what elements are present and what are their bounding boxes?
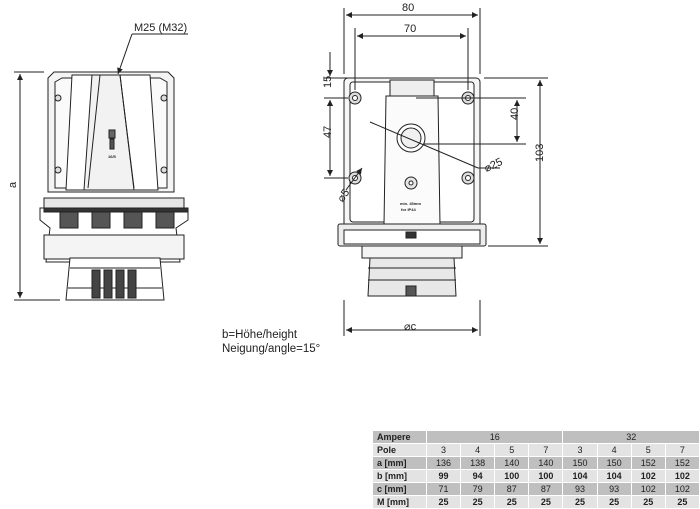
table-row: a [mm] 136 138 140 140 150 150 152 152: [372, 456, 700, 470]
dim-dc-label: ⌀c: [404, 321, 417, 333]
dim-15-label: 15: [322, 76, 334, 88]
table-cell: 104: [562, 469, 598, 483]
table-cell: 150: [562, 456, 598, 470]
dim-40-label: 40: [509, 108, 521, 120]
table-cell: 102: [630, 469, 666, 483]
dim-47-label: 47: [322, 126, 334, 138]
dim-a-label: a: [7, 181, 19, 188]
note-angle: Neigung/angle=15°: [222, 343, 321, 355]
table-header-row: Ampere 16 32: [372, 430, 700, 444]
table-cell: 94: [460, 469, 496, 483]
table-cell: 93: [562, 482, 598, 496]
table-cell: 4: [460, 443, 496, 457]
plate-text-1: min. 45mm: [400, 201, 421, 206]
dim-103-label: 103: [534, 144, 546, 162]
header-group-32: 32: [562, 430, 700, 444]
table-cell: 102: [664, 482, 700, 496]
table-cell: 152: [664, 456, 700, 470]
table-row: b [mm] 99 94 100 100 104 104 102 102: [372, 469, 700, 483]
table-cell: 71: [425, 482, 462, 496]
cable-gland-label: M25 (M32): [134, 22, 187, 34]
row-label: Pole: [372, 443, 427, 457]
table-cell: 104: [596, 469, 632, 483]
table-cell: 138: [460, 456, 496, 470]
table-cell: 102: [630, 482, 666, 496]
table-cell: 150: [596, 456, 632, 470]
spec-table: Ampere 16 32 Pole 3 4 5 7 3 4 5 7 a [mm]…: [372, 430, 700, 509]
table-cell: 25: [425, 495, 462, 509]
table-cell: 25: [562, 495, 598, 509]
plate-text-2: for IP44: [401, 207, 416, 212]
table-cell: 7: [664, 443, 700, 457]
table-cell: 100: [528, 469, 564, 483]
note-height: b=Höhe/height: [222, 329, 298, 341]
table-cell: 25: [630, 495, 666, 509]
row-label: b [mm]: [372, 469, 427, 483]
plug-marking: 16/5: [108, 154, 117, 159]
table-cell: 5: [630, 443, 666, 457]
dim-70-label: 70: [404, 23, 416, 35]
notes: b=Höhe/height Neigung/angle=15°: [222, 328, 320, 356]
table-cell: 152: [630, 456, 666, 470]
side-view: [14, 33, 189, 301]
table-cell: 79: [460, 482, 496, 496]
table-row: M [mm] 25 25 25 25 25 25 25 25: [372, 495, 700, 509]
table-row: c [mm] 71 79 87 87 93 93 102 102: [372, 482, 700, 496]
table-cell: 99: [425, 469, 462, 483]
dim-d5-label: ⌀5: [335, 187, 352, 204]
row-label: c [mm]: [372, 482, 427, 496]
table-cell: 136: [425, 456, 462, 470]
table-cell: 87: [494, 482, 530, 496]
front-view: [324, 8, 548, 336]
table-cell: 7: [528, 443, 564, 457]
dim-80-label: 80: [402, 2, 414, 14]
dim-d25-label: ⌀25: [482, 156, 504, 175]
table-cell: 100: [494, 469, 530, 483]
table-cell: 3: [562, 443, 598, 457]
table-cell: 25: [664, 495, 700, 509]
table-cell: 93: [596, 482, 632, 496]
table-cell: 102: [664, 469, 700, 483]
row-label: a [mm]: [372, 456, 427, 470]
table-cell: 140: [494, 456, 530, 470]
table-cell: 25: [596, 495, 632, 509]
table-cell: 87: [528, 482, 564, 496]
table-cell: 4: [596, 443, 632, 457]
header-label: Ampere: [372, 430, 427, 444]
table-cell: 140: [528, 456, 564, 470]
table-row: Pole 3 4 5 7 3 4 5 7: [372, 443, 700, 457]
header-group-16: 16: [425, 430, 564, 444]
table-cell: 3: [425, 443, 462, 457]
table-cell: 5: [494, 443, 530, 457]
